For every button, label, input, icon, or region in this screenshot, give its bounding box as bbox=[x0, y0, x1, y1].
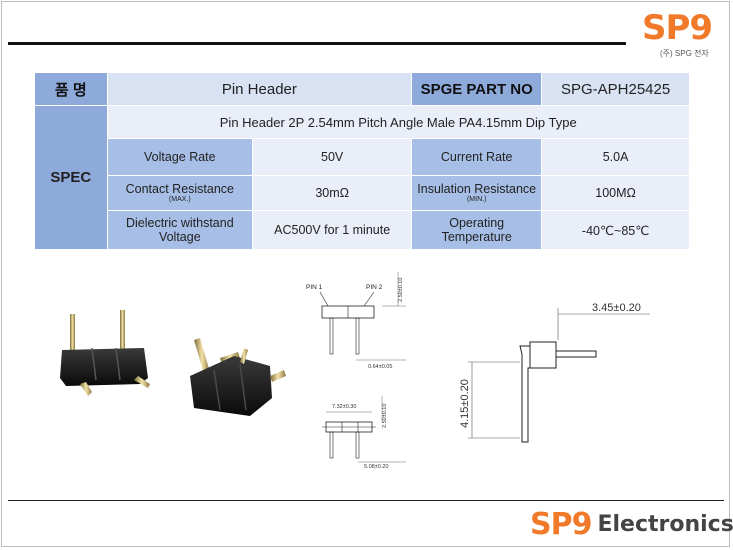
spec-label-text: Operating Temperature bbox=[441, 216, 512, 244]
spec-description: Pin Header 2P 2.54mm Pitch Angle Male PA… bbox=[107, 106, 689, 138]
spec-label-cell: Insulation Resistance (MIN.) bbox=[412, 176, 542, 210]
company-logo-bottom: SP9 Electronics bbox=[530, 506, 733, 542]
bottom-rule bbox=[8, 500, 724, 501]
spec-label-text: Voltage Rate bbox=[144, 150, 216, 164]
dim-c-height: 4.15±0.20 bbox=[459, 379, 471, 428]
dim-a-width: 0.64±0.05 bbox=[368, 364, 392, 370]
company-logo-top: SP9 (주) SPG 전자 bbox=[642, 10, 720, 66]
partno-value: SPG-APH25425 bbox=[542, 73, 689, 105]
spec-label-cell: Operating Temperature bbox=[412, 211, 542, 249]
pin2-label: PIN 2 bbox=[366, 284, 383, 291]
spec-value-cell: AC500V for 1 minute bbox=[253, 211, 412, 249]
dim-b-right: 2.50±0.10 bbox=[382, 404, 388, 428]
dim-c-length: 3.45±0.20 bbox=[592, 302, 641, 314]
spec-value-cell: 50V bbox=[253, 139, 412, 175]
product-photo bbox=[60, 310, 286, 416]
spec-label-text: Insulation Resistance bbox=[417, 182, 537, 196]
spec-label-cell: Voltage Rate bbox=[107, 139, 253, 175]
spec-row: Voltage Rate 50V Current Rate 5.0A bbox=[35, 139, 689, 175]
name-value: Pin Header bbox=[107, 73, 412, 105]
header-part-left bbox=[60, 310, 150, 396]
spec-value-cell: 100MΩ bbox=[542, 176, 689, 210]
spec-label-sub: (MAX.) bbox=[168, 196, 191, 203]
spec-row: Dielectric withstand Voltage AC500V for … bbox=[35, 211, 689, 249]
spec-table: 품 명 Pin Header SPGE PART NO SPG-APH25425… bbox=[34, 72, 690, 250]
spec-row: Contact Resistance (MAX.) 30mΩ Insulatio… bbox=[35, 176, 689, 210]
spec-value-cell: 30mΩ bbox=[253, 176, 412, 210]
spec-label-sub: (MIN.) bbox=[466, 196, 487, 203]
header-part-right bbox=[190, 338, 286, 416]
dim-b-bottom: 5.08±0.20 bbox=[364, 464, 388, 470]
pin1-label: PIN 1 bbox=[306, 284, 323, 291]
footer-logo-word: Electronics bbox=[597, 511, 733, 537]
footer-logo-mark: SP9 bbox=[530, 506, 592, 542]
logo-mark: SP9 bbox=[642, 8, 713, 48]
partno-label: SPGE PART NO bbox=[412, 73, 542, 105]
top-rule bbox=[8, 42, 626, 45]
dim-b-top: 7.32±0.30 bbox=[332, 404, 356, 410]
logo-subtitle: (주) SPG 전자 bbox=[660, 49, 709, 58]
drawing-front-view: PIN 1 PIN 2 2.50±0.10 0.64±0.05 bbox=[306, 272, 406, 370]
name-label: 품 명 bbox=[35, 73, 107, 105]
spec-label-text: Contact Resistance bbox=[125, 182, 234, 196]
spec-value-cell: 5.0A bbox=[542, 139, 689, 175]
spec-label-text: Dielectric withstand Voltage bbox=[125, 216, 234, 244]
drawing-top-view: 7.32±0.30 2.50±0.10 5.08±0.20 bbox=[322, 396, 406, 470]
spec-label-cell: Dielectric withstand Voltage bbox=[107, 211, 253, 249]
spec-value-cell: -40℃~85℃ bbox=[542, 211, 689, 249]
spec-label-cell: Contact Resistance (MAX.) bbox=[107, 176, 253, 210]
dim-a-height: 2.50±0.10 bbox=[398, 278, 404, 302]
drawing-side-view: 3.45±0.20 4.15±0.20 bbox=[459, 302, 650, 443]
spec-label-cell: Current Rate bbox=[412, 139, 542, 175]
spec-label-text: Current Rate bbox=[440, 150, 513, 164]
spec-label: SPEC bbox=[35, 106, 107, 249]
